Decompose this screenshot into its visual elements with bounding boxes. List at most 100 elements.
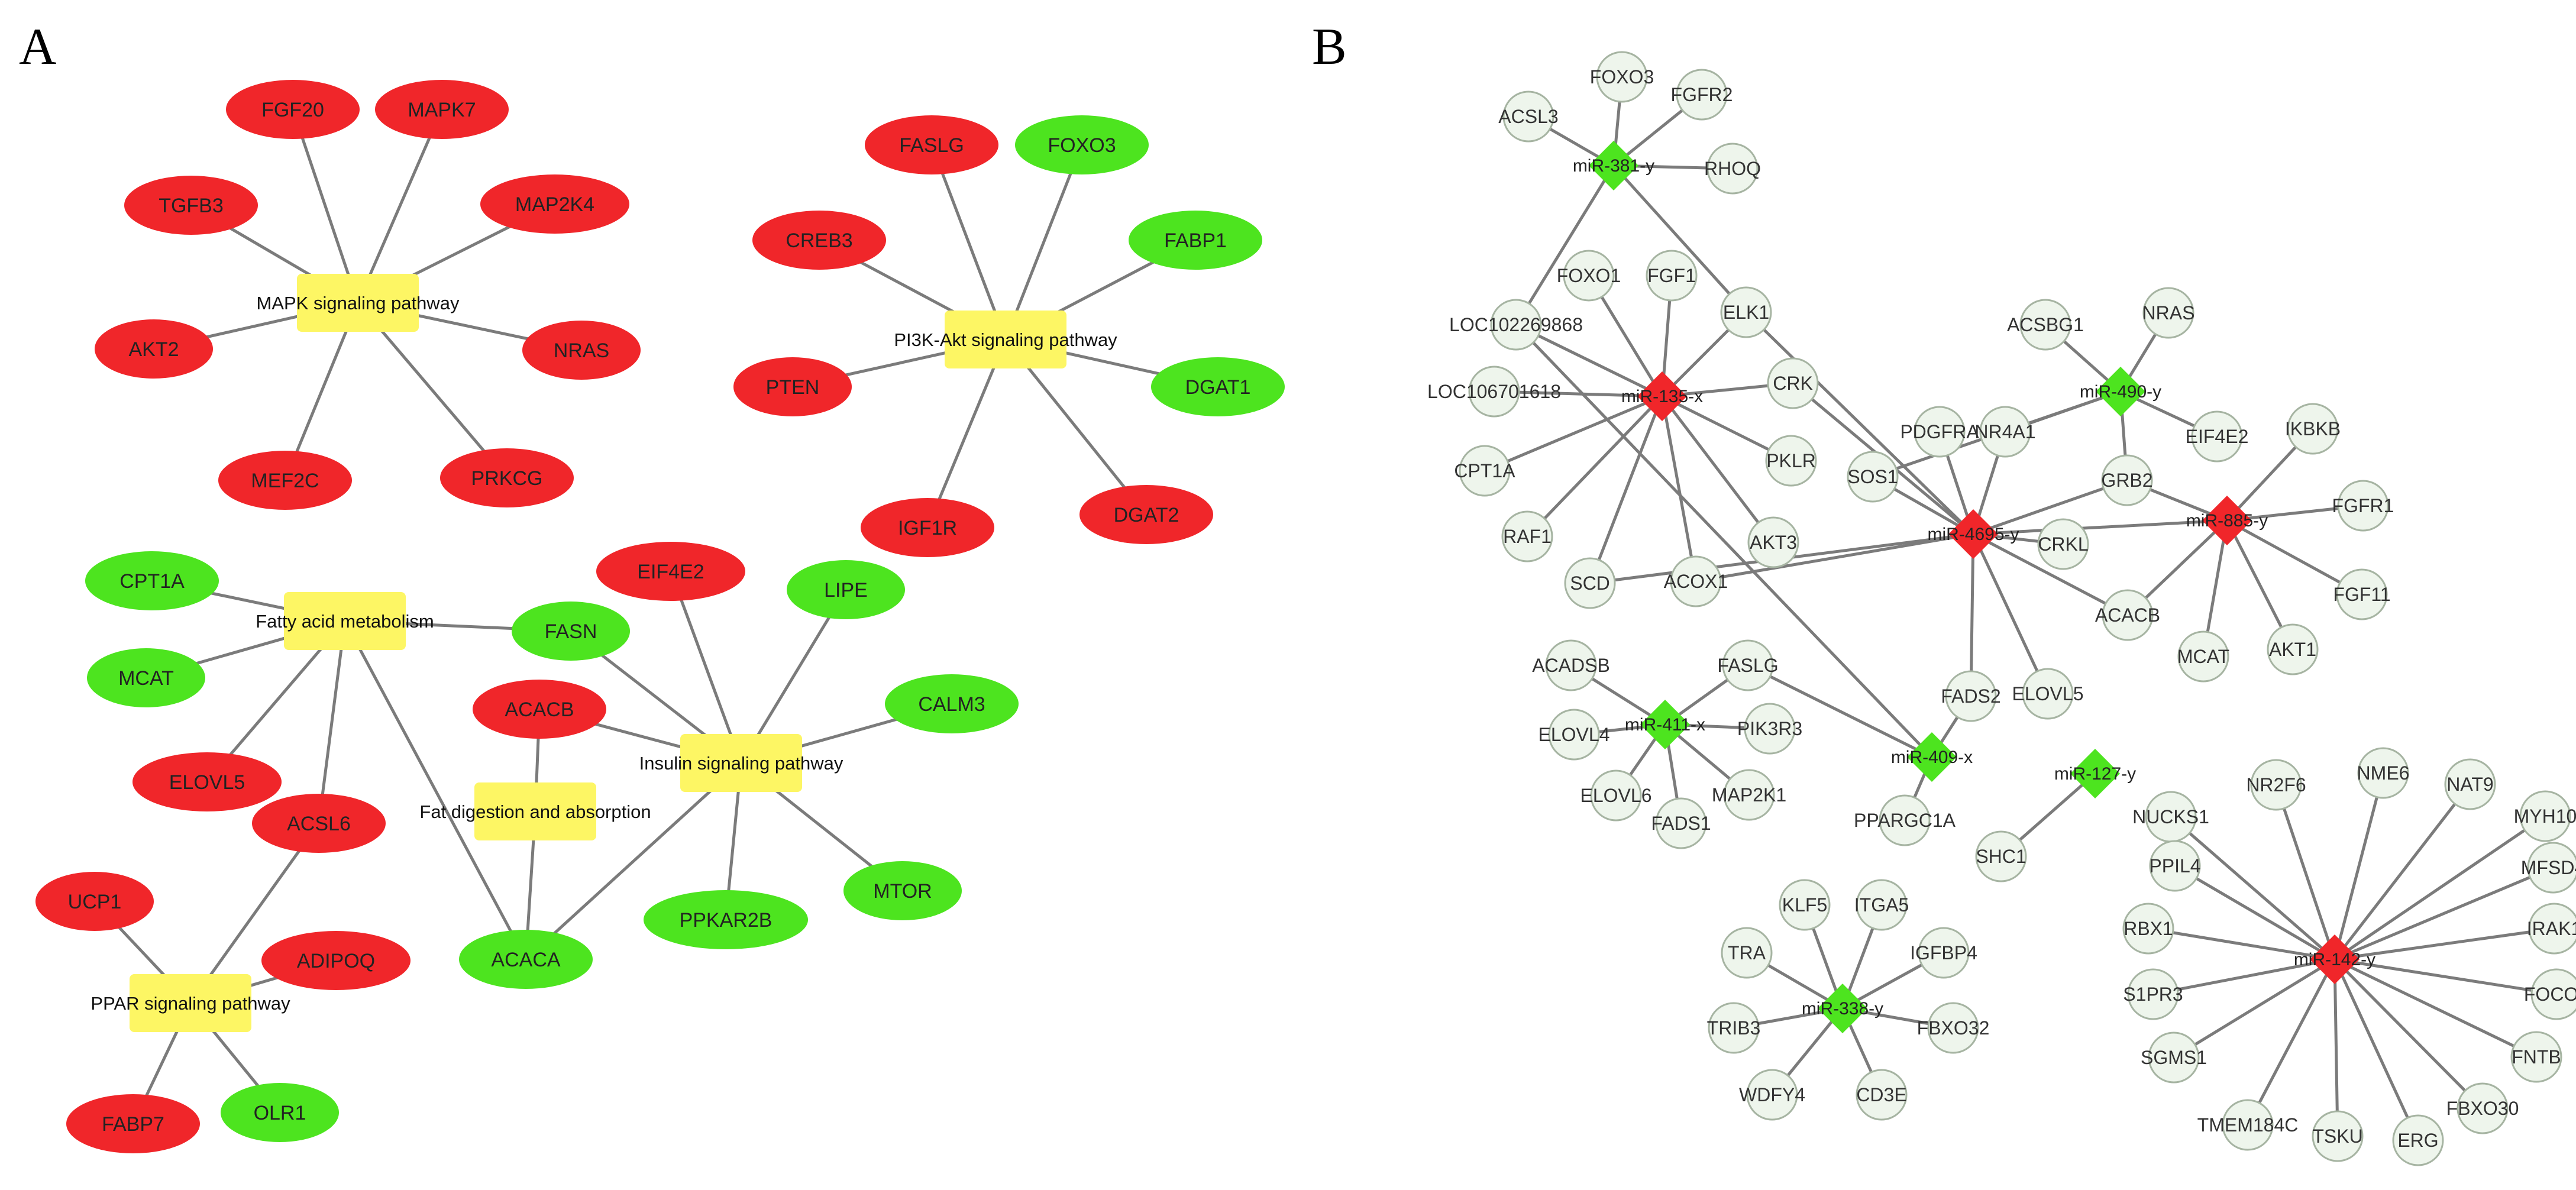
edge-mapk-MEF2C xyxy=(283,302,360,481)
target-node-fgf1: FGF1 xyxy=(1646,250,1698,302)
gene-label: MAPK7 xyxy=(408,99,476,121)
target-circle xyxy=(1563,250,1615,302)
target-circle xyxy=(1927,1002,1979,1054)
target-circle xyxy=(2222,1099,2274,1151)
mirna-diamond xyxy=(1818,984,1867,1033)
gene-node-ppkar2b: PPKAR2B xyxy=(644,890,808,949)
target-circle xyxy=(1779,879,1831,931)
target-label: GRB2 xyxy=(2101,470,2152,491)
edge-m4695-ELK1 xyxy=(1745,311,1974,535)
target-circle xyxy=(1723,769,1775,821)
gene-node-nras: NRAS xyxy=(522,321,641,380)
gene-node-eif4e2: EIF4E2 xyxy=(596,542,745,601)
target-circle xyxy=(1708,1002,1760,1054)
target-node-igfbp4: IGFBP4 xyxy=(1910,927,1977,979)
target-node-akt1: AKT1 xyxy=(2267,623,2319,675)
target-node-fbxo30: FBXO30 xyxy=(2446,1082,2519,1134)
target-label: IRAK1 xyxy=(2527,918,2576,939)
gene-ellipse xyxy=(1151,357,1285,416)
mirna-label: miR-142-y xyxy=(2294,950,2375,969)
pathway-label: Fat digestion and absorption xyxy=(419,801,651,822)
target-label: PKLR xyxy=(1766,450,1816,471)
edge-ins-ACACA xyxy=(525,762,742,961)
target-circle xyxy=(1468,366,1520,418)
target-node-tra: TRA xyxy=(1721,927,1773,979)
target-label: CRKL xyxy=(2038,533,2088,555)
target-node-fgfr2: FGFR2 xyxy=(1671,69,1733,121)
target-circle xyxy=(1722,639,1774,691)
target-node-tmem184c: TMEM184C xyxy=(2197,1099,2298,1151)
target-circle xyxy=(1856,1069,1908,1121)
target-node-nr4a1: NR4A1 xyxy=(1974,406,2036,458)
target-label: MAP2K1 xyxy=(1712,784,1786,806)
target-node-acacb: ACACB xyxy=(2095,589,2160,641)
target-label: MCAT xyxy=(2177,646,2229,667)
mirna-node-m411: miR-411-x xyxy=(1625,700,1705,749)
target-circle xyxy=(2444,758,2496,810)
target-node-elk1: ELK1 xyxy=(1720,286,1772,338)
gene-label: PRKCG xyxy=(471,467,543,490)
target-circle xyxy=(1646,250,1698,302)
target-node-ikbkb: IKBKB xyxy=(2285,403,2341,455)
gene-label: OLR1 xyxy=(254,1102,306,1124)
gene-ellipse xyxy=(221,1083,339,1142)
target-circle xyxy=(2312,1110,2364,1162)
mirna-label: miR-127-y xyxy=(2054,764,2136,784)
target-label: FADS2 xyxy=(1941,685,2000,707)
edge-mapk-MAPK7 xyxy=(356,109,444,303)
edge-fam-ACSL6 xyxy=(317,620,347,824)
gene-ellipse xyxy=(861,498,994,557)
mirna-diamond xyxy=(1637,371,1687,421)
target-node-wdfy4: WDFY4 xyxy=(1739,1069,1805,1121)
target-circle xyxy=(2127,968,2179,1020)
target-circle xyxy=(2177,630,2229,683)
edge-m142-NME6 xyxy=(2333,772,2385,960)
gene-ellipse xyxy=(226,80,360,139)
edge-fam-ACACA xyxy=(343,620,528,961)
target-label: ACOX1 xyxy=(1664,571,1728,592)
gene-label: FASLG xyxy=(899,134,964,157)
target-circle xyxy=(1655,797,1707,849)
target-label: PIK3R3 xyxy=(1737,718,1802,739)
target-label: RHOQ xyxy=(1704,158,1761,179)
gene-ellipse xyxy=(1079,485,1213,544)
target-label: ELOVL5 xyxy=(2012,683,2084,704)
target-node-scd: SCD xyxy=(1564,557,1616,609)
target-node-pdgfra: PDGFRA xyxy=(1900,406,1979,458)
edge-m142-NUCKS1 xyxy=(2170,816,2336,961)
target-label: ACSL3 xyxy=(1498,106,1558,127)
pathway-box xyxy=(680,734,802,792)
target-label: EIF4E2 xyxy=(2186,426,2249,447)
target-circle xyxy=(1564,557,1616,609)
gene-ellipse xyxy=(66,1094,200,1153)
gene-label: EIF4E2 xyxy=(637,561,704,583)
target-circle xyxy=(1856,879,1908,931)
target-circle xyxy=(2142,287,2194,339)
target-node-loc102269868: LOC102269868 xyxy=(1449,299,1583,351)
edge-mapk-FGF20 xyxy=(291,109,360,303)
edge-m142-S1PR3 xyxy=(2152,958,2335,996)
gene-node-mcat: MCAT xyxy=(87,648,205,707)
mirna-label: miR-409-x xyxy=(1891,748,1973,767)
target-label: FOXO3 xyxy=(1590,66,1654,88)
gene-node-lipe: LIPE xyxy=(787,560,905,619)
target-node-acox1: ACOX1 xyxy=(1664,555,1728,607)
target-label: NRAS xyxy=(2142,302,2195,324)
target-circle xyxy=(2250,759,2302,811)
gene-ellipse xyxy=(1129,211,1262,270)
gene-label: FASN xyxy=(545,620,597,643)
edge-ppar-ACSL6 xyxy=(189,822,321,1004)
gene-label: FGF20 xyxy=(261,99,324,121)
gene-node-mapk7: MAPK7 xyxy=(375,80,509,139)
target-node-nucks1: NUCKS1 xyxy=(2132,791,2209,843)
target-circle xyxy=(2357,747,2409,799)
target-circle xyxy=(2149,840,2201,892)
gene-node-fabp7: FABP7 xyxy=(66,1094,200,1153)
target-circle xyxy=(2267,623,2319,675)
gene-ellipse xyxy=(512,602,630,661)
target-circle xyxy=(2287,403,2339,455)
target-circle xyxy=(2510,1031,2562,1083)
target-label: NR2F6 xyxy=(2246,774,2306,796)
target-node-foxo3: FOXO3 xyxy=(1590,51,1654,103)
